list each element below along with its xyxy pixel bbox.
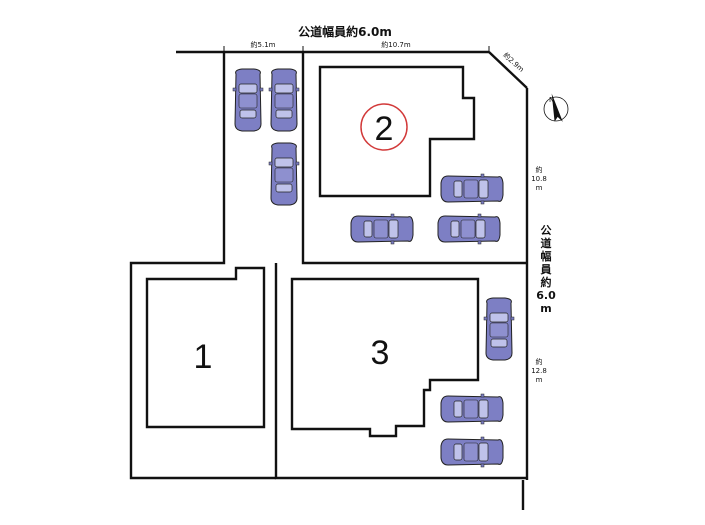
svg-text:道: 道 (541, 236, 552, 250)
frontage-right-lower: 約 12.8 m (531, 357, 547, 384)
lot-2-circle (360, 103, 408, 151)
building-3 (290, 277, 480, 438)
car-icon (441, 394, 503, 424)
car-icon (351, 214, 413, 244)
svg-text:幅: 幅 (541, 249, 552, 263)
car-icon (438, 214, 500, 244)
svg-text:12.8: 12.8 (531, 367, 547, 375)
svg-text:約: 約 (536, 165, 543, 174)
car-icon (232, 68, 264, 132)
frontage-top-left: 約5.1m (251, 40, 276, 49)
top-road-label: 公道幅員約6.0m (298, 24, 392, 39)
car-icon (268, 68, 300, 132)
car-icon (268, 142, 300, 206)
svg-text:m: m (540, 302, 551, 315)
building-2 (318, 65, 476, 198)
lot-1-boundary (129, 52, 276, 480)
lot-1-number: 1 (194, 338, 213, 376)
lot-3-boundary (274, 263, 527, 480)
building-1 (145, 266, 266, 429)
svg-text:約: 約 (541, 275, 552, 289)
frontage-right-upper: 約 10.8 m (531, 165, 547, 192)
svg-text:公: 公 (541, 224, 552, 237)
svg-text:m: m (536, 376, 543, 384)
svg-text:m: m (536, 184, 543, 192)
lot-2-number: 2 (375, 110, 394, 148)
lot-2-boundary (301, 52, 527, 265)
svg-text:員: 員 (540, 263, 552, 276)
corner-cut-edge (488, 51, 528, 89)
svg-text:N: N (549, 96, 554, 104)
right-road-label: 公 道 幅 員 約 6.0 m (536, 224, 556, 315)
frontage-corner: 約2.9m (501, 50, 526, 74)
dimension-ticks (223, 46, 490, 52)
svg-text:6.0: 6.0 (536, 289, 556, 302)
svg-text:10.8: 10.8 (531, 175, 547, 183)
lot-3-number: 3 (371, 334, 390, 372)
frontage-top-right: 約10.7m (381, 40, 411, 49)
car-icon (483, 297, 515, 361)
north-arrow-icon: N (543, 93, 569, 122)
car-icon (441, 174, 503, 204)
car-icon (441, 437, 503, 467)
svg-text:約: 約 (536, 357, 543, 366)
